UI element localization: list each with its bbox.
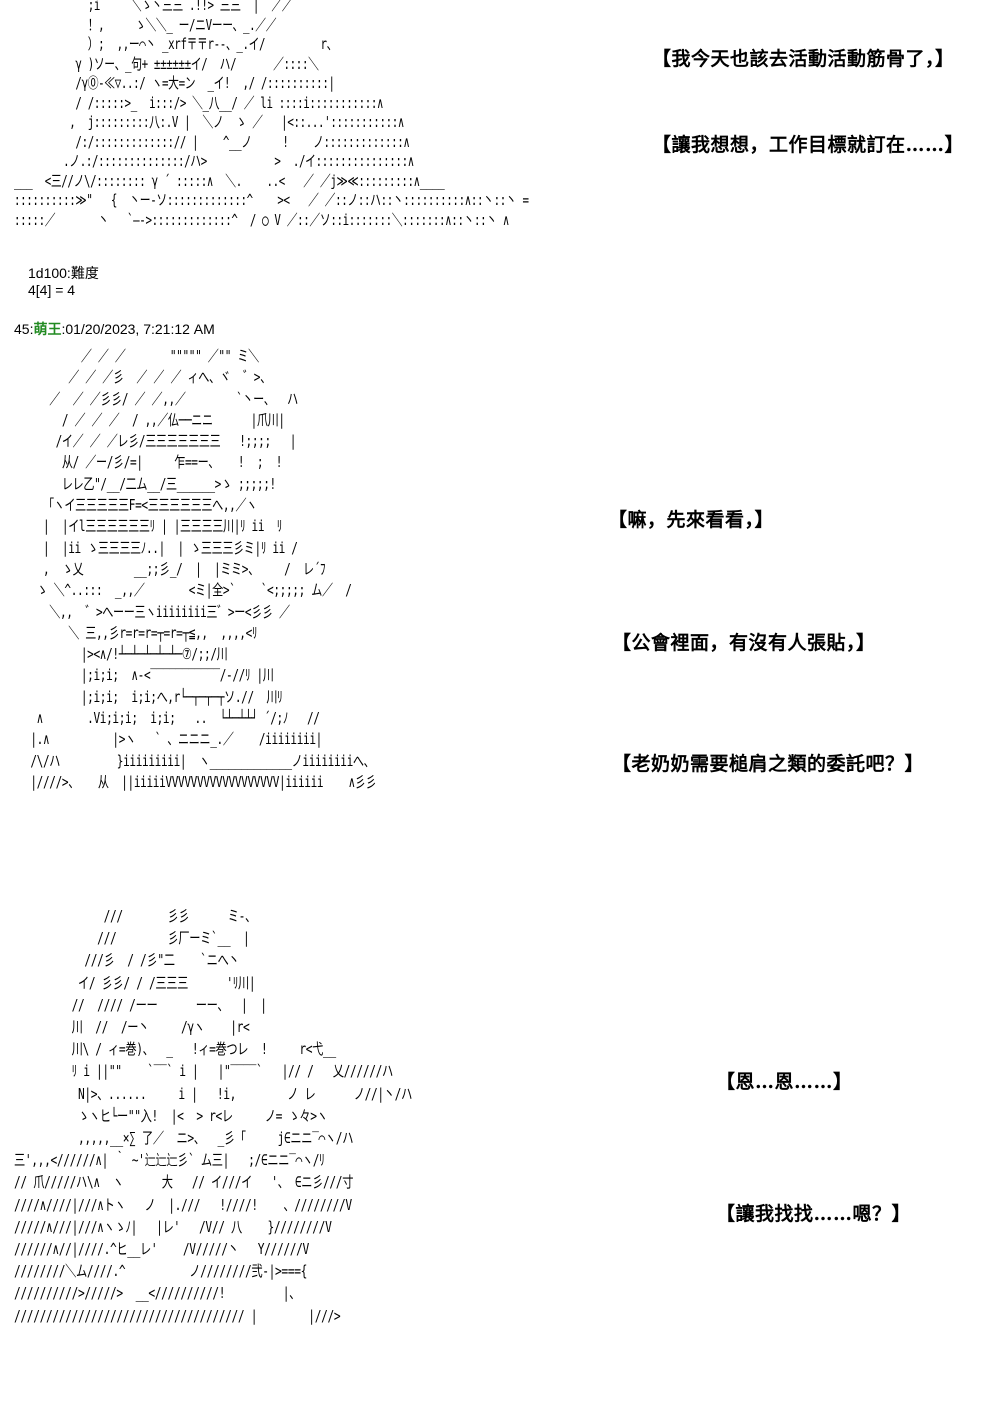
caption-7: 【讓我找找……嗯？】: [716, 1203, 912, 1225]
caption-6: 【恩…恩……】: [716, 1071, 853, 1093]
caption-3: 【嘛，先來看看，】: [608, 509, 775, 531]
dice-roll-result: 4[4] = 4: [28, 282, 76, 298]
post-header: 45:萌王:01/20/2023, 7:21:12 AM: [14, 321, 215, 337]
ascii-art-panel-3: /// 彡彡 ミ-、 /// 彡厂ーミ`__ | ///彡 / /彡"二 `ニへ…: [14, 907, 412, 1325]
caption-4: 【公會裡面，有沒有人張貼，】: [612, 632, 876, 654]
ascii-art-panel-1: ;i ＼ゝ丶三三 .!!> 三三 | ／／ ！, ゝ＼＼_ ー/ニVーー、_.／…: [14, 0, 529, 229]
post-timestamp: 01/20/2023, 7:21:12 AM: [65, 321, 215, 337]
dice-roll-label: 1d100:難度: [28, 265, 99, 281]
post-number[interactable]: 45: [14, 321, 30, 337]
caption-2: 【讓我想想，工作目標就訂在……】: [652, 134, 965, 156]
post-author: 萌王: [33, 321, 62, 337]
caption-1: 【我今天也該去活動活動筋骨了，】: [652, 48, 955, 70]
ascii-art-panel-2: ／ ／ ／ """"" ／"" ミ＼ ／ ／ ／彡 ／ ／ ／ ィへ、ヾ ゛>、…: [30, 347, 377, 791]
caption-5: 【老奶奶需要槌肩之類的委託吧？】: [612, 753, 925, 775]
dice-roll: 1d100:難度 4[4] = 4: [28, 265, 99, 299]
